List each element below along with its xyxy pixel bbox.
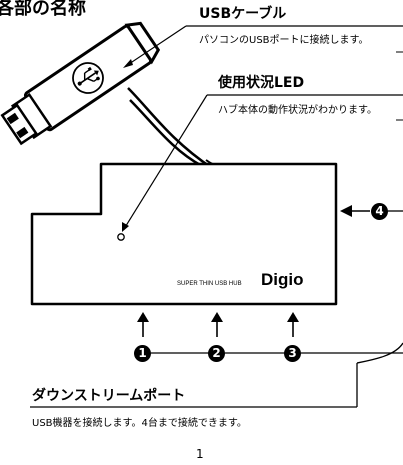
port-marker-3: 3 (284, 345, 301, 362)
downstream-ports-description: USB機器を接続します。4台まで接続できます。 (32, 418, 247, 429)
page-title: 各部の名称 (0, 0, 86, 19)
status-led-description: ハブ本体の動作状況がわかります。 (218, 105, 377, 116)
downstream-ports-label: ダウンストリームポート (32, 388, 186, 404)
hub-body (30, 162, 338, 306)
brand-logo: Digio (261, 270, 304, 289)
usb-symbol-icon (72, 62, 104, 94)
page-number: 1 (196, 447, 204, 461)
port-marker-4: 4 (371, 203, 388, 220)
device-model-text: SUPER THIN USB HUB (177, 281, 242, 287)
port-marker-1: 1 (134, 345, 151, 362)
usb-cable-description: パソコンのUSBポートに接続します。 (199, 35, 369, 46)
status-led-label: 使用状況LED (218, 75, 305, 91)
led-indicator (117, 233, 125, 241)
usb-cable-label: USBケーブル (199, 6, 287, 22)
port-marker-2: 2 (208, 345, 225, 362)
